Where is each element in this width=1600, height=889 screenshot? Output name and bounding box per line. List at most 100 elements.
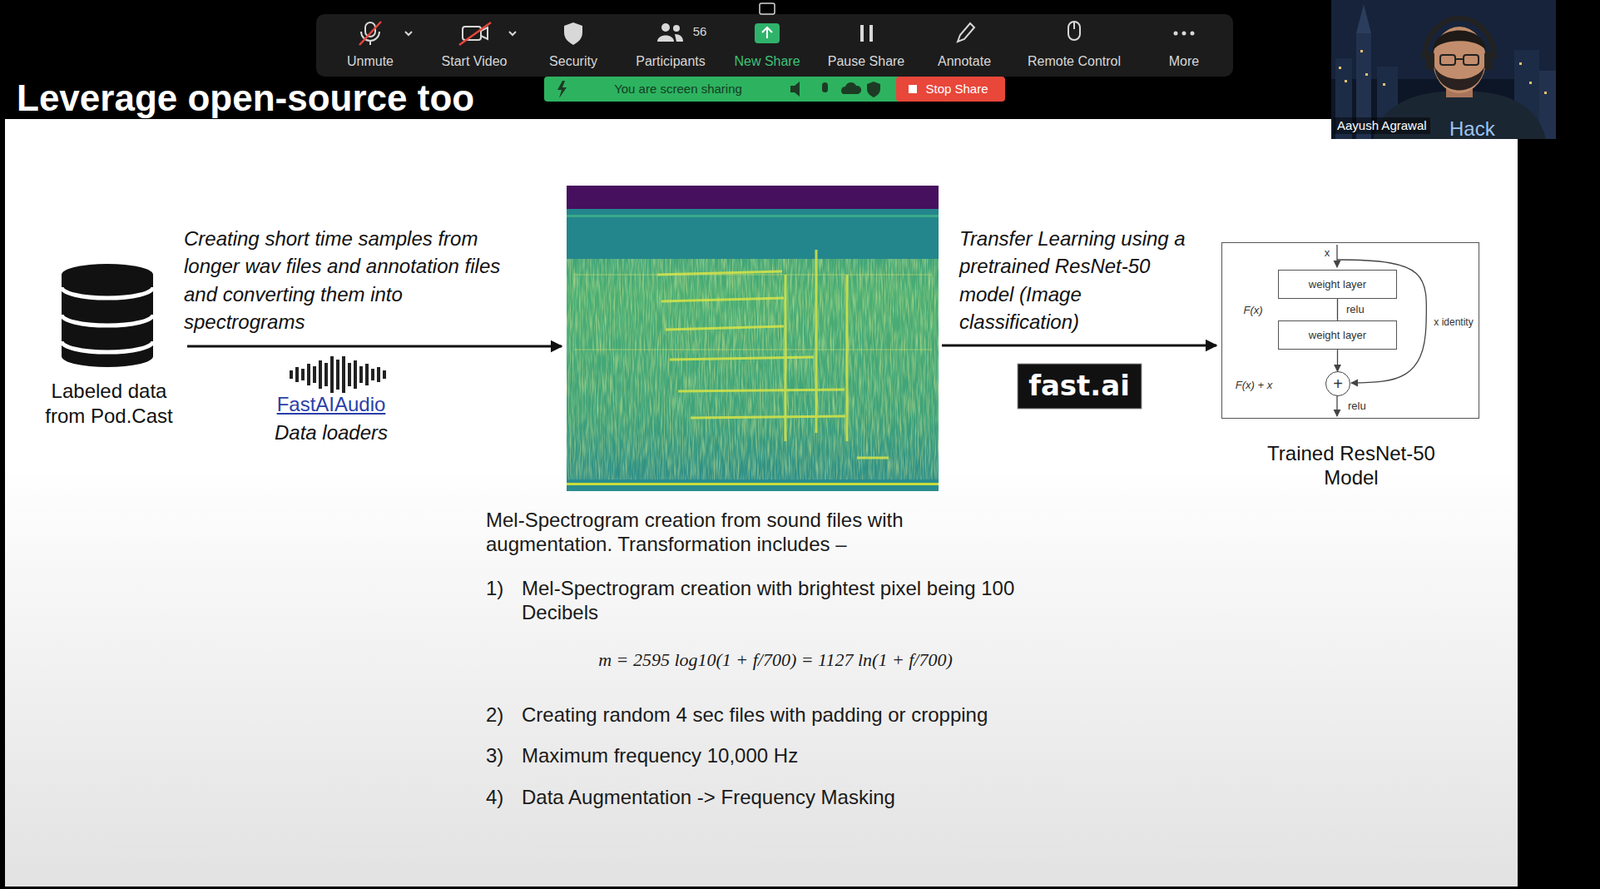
webcam-tile-part-part [1519,62,1522,65]
waveform-icon-part [353,360,357,389]
database-icon-part [61,274,154,357]
node-text: x identity [1433,316,1474,328]
spectrogram-image-part-part [657,271,889,458]
waveform-icon-part [324,362,328,387]
waveform-icon-part [330,356,334,393]
spectrogram-image [566,185,939,491]
sharing-bar-part [557,80,567,99]
node-text: weight layer [1308,278,1367,290]
waveform-icon-part [359,366,363,383]
edge-label: relu [1346,302,1365,317]
fastai-logo [1017,363,1142,409]
sharing-bar [544,76,1006,102]
webcam-tile-part [1356,4,1372,34]
connector-arrow [941,344,1217,347]
webcam-tile-part [1426,51,1435,70]
waveform-icon-part [336,359,340,390]
edge-label: Creating short time samples from longer … [183,224,517,337]
weight-layer-box: weight layer [1278,269,1397,299]
toolbar-label: Pause Share [827,53,906,70]
spectrogram-image-part [566,208,939,259]
list-item: Creating random 4 sec files with padding… [521,703,988,728]
zoom-toolbar-part [661,23,670,32]
toolbar-label: Annotate [937,53,991,70]
zoom-toolbar-part [359,21,491,45]
webcam-tile-part-part [1360,49,1363,53]
resnet-wires-part [1336,395,1338,417]
waveform-icon-part [376,366,381,382]
sharing-status: You are screen sharing [614,81,743,97]
spectrogram-image-part-part [785,249,848,441]
webcam-tile-part-part [1338,66,1342,70]
webcam-tile-part [1432,30,1487,53]
zoom-toolbar-part-part [1068,21,1080,40]
webcam-tile-part [1484,51,1493,70]
toolbar-label: Unmute [346,53,394,70]
edge-label: Transfer Learning using a pretrained Res… [959,224,1201,337]
sharing-bar-part [841,82,862,95]
spectrogram-image-part [566,185,939,209]
list-number: 4) [485,785,504,810]
zoom-toolbar-part [1173,31,1179,36]
participant-name: Aayush Agrawal [1333,117,1431,134]
connector-arrow [187,345,562,348]
node-text: Trained ResNet-50 Model [1259,441,1443,491]
spectrogram-image-part [657,249,889,458]
node-text: Mel-Spectrogram creation from sound file… [485,508,986,557]
toolbar-label: Participants [635,53,706,70]
webcam-tile-part [1440,54,1479,65]
webcam-tile-part-part [1365,73,1368,76]
list-number: 1) [485,576,504,601]
waveform-icon-part [289,370,293,379]
webcam-tile-part-part [1529,81,1532,85]
shirt-text: Hack [1449,117,1496,142]
waveform-icon-part [382,370,387,379]
zoom-toolbar-part-part [462,26,481,40]
list-item: Mel-Spectrogram creation with brightest … [521,576,1080,625]
waveform-icon-part [301,368,305,381]
database-icon [61,263,154,367]
stop-share-button: Stop Share [925,81,988,97]
sharing-bar-part [544,76,902,102]
zoom-toolbar-part [673,24,680,32]
zoom-toolbar-part [564,22,583,45]
list-item: Maximum frequency 10,000 Hz [521,743,798,768]
zoom-toolbar-part [762,27,773,39]
webcam-tile-part [1424,18,1495,59]
logo-text: fast.ai [1028,368,1130,403]
webcam-tile-part-part [1382,83,1386,86]
zoom-toolbar-part-part [957,23,975,42]
webcam-tile-part [1432,26,1487,94]
connector-arrow [1337,349,1338,372]
library-link: FastAIAudio [277,392,387,417]
zoom-toolbar [316,3,1234,77]
spectrogram-panel: Mel-Spectrogram creation from sound file… [566,185,939,491]
webcam-tile [1331,0,1556,139]
node-text: F(x) [1243,303,1263,318]
sharing-bar-part [896,76,1006,102]
zoom-toolbar-part [316,14,1234,77]
resnet-wires-part [1336,244,1338,268]
webcam-tile-part [1331,0,1556,139]
zoom-toolbar-part-part [405,31,412,35]
waveform-icon-part [295,366,299,382]
waveform-icon-part [318,360,322,389]
toolbar-label: Remote Control [1027,53,1121,70]
node-text: F(x) + x [1235,378,1273,392]
waveform-icon-part [341,356,346,393]
list-number: 3) [485,743,504,768]
waveform-icon-part [307,363,311,386]
zoom-toolbar-part [754,23,780,44]
database-icon-part [61,287,154,352]
spectrogram-image-part [566,482,939,486]
list-number: 2) [485,703,504,728]
toolbar-label: New Share [733,53,800,70]
node-text: weight layer [1308,329,1367,341]
spectrogram-image-part [566,258,939,480]
sharing-bar-part [822,82,828,93]
waveform-icon-part [347,362,352,387]
waveform-icon-part [312,366,317,383]
library-note: Data loaders [274,421,388,446]
webcam-tile-part-part [1463,54,1479,65]
zoom-toolbar-part [657,35,674,43]
